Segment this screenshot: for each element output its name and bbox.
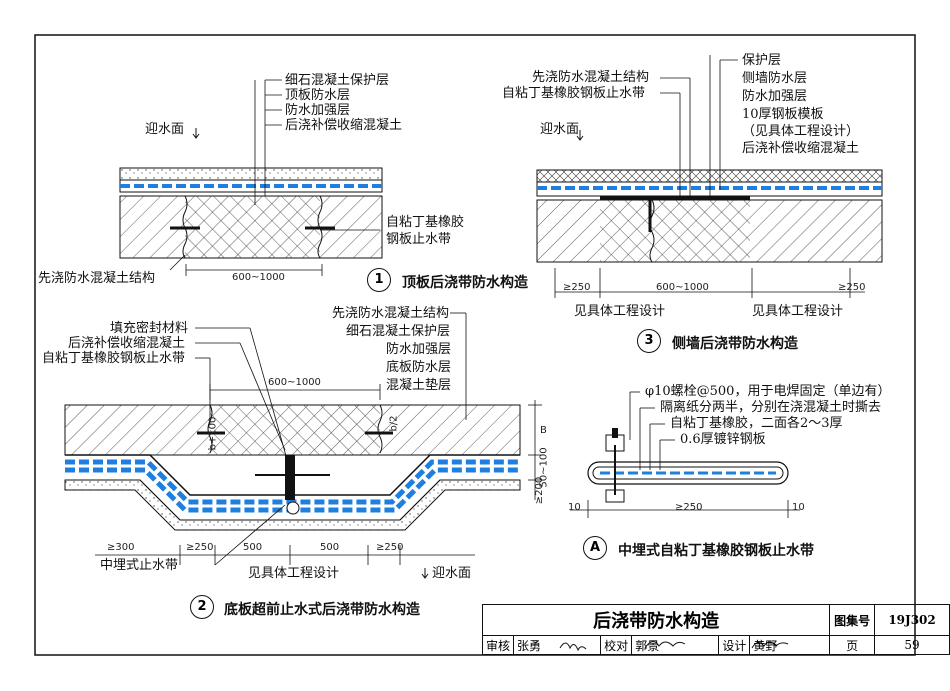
d3-note-2: 见具体工程设计 xyxy=(752,304,844,319)
da-dim-3: 10 xyxy=(792,502,805,513)
page-number: 59 xyxy=(874,635,950,655)
detail-a-waterstop xyxy=(570,391,800,518)
d2-left-label-2: 后浇补偿收缩混凝土 xyxy=(68,336,186,351)
d2-right-label-2: 细石混凝土保护层 xyxy=(346,324,451,339)
d1-right-label-1: 自粘丁基橡胶 xyxy=(386,215,465,230)
d2-caption: 底板超前止水式后浇带防水构造 xyxy=(224,602,420,618)
da-label-2: 隔离纸分两半，分别在浇混凝土时撕去 xyxy=(660,400,882,415)
d2-right-label-5: 混凝土垫层 xyxy=(386,378,452,393)
review-label: 审核 xyxy=(481,635,515,655)
d2-number: 2 xyxy=(190,595,214,619)
design-name: 黄野 xyxy=(749,635,831,655)
d2-right-label-3: 防水加强层 xyxy=(386,342,452,357)
d2-water-face: 迎水面 xyxy=(432,566,472,581)
da-number: A xyxy=(583,536,607,560)
d3-dim-1: ≥250 xyxy=(563,282,591,293)
d2-dim-b3: 500 xyxy=(243,542,263,553)
d2-left-label-1: 填充密封材料 xyxy=(110,321,189,336)
d3-right-label-5: （见具体工程设计） xyxy=(742,124,860,139)
check-label: 校对 xyxy=(600,635,633,655)
d2-dim-b2: ≥250 xyxy=(186,542,214,553)
d1-caption: 顶板后浇带防水构造 xyxy=(402,275,528,291)
d2-stop-label: 中埋式止水带 xyxy=(100,558,179,573)
d3-right-label-6: 后浇补偿收缩混凝土 xyxy=(742,141,860,156)
da-label-3: 自粘丁基橡胶，二面各2～3厚 xyxy=(670,416,843,431)
d2-dim-r2: ≥200 xyxy=(534,476,546,505)
d1-right-label-2: 钢板止水带 xyxy=(386,232,452,247)
d1-dim: 600~1000 xyxy=(232,272,285,283)
d3-right-label-2: 侧墙防水层 xyxy=(742,71,808,86)
review-name: 张勇 xyxy=(513,635,602,655)
d2-dim-b4: 500 xyxy=(320,542,340,553)
da-label-4: 0.6厚镀锌钢板 xyxy=(680,432,766,447)
d2-note: 见具体工程设计 xyxy=(248,566,340,581)
da-label-1: φ10螺栓@500，用于电焊固定（单边有） xyxy=(645,384,891,399)
detail-1-roof-slab xyxy=(119,79,383,276)
d3-right-label-3: 防水加强层 xyxy=(742,89,808,104)
da-dim-1: 10 xyxy=(568,502,581,513)
d1-label-roof-waterproof: 顶板防水层 xyxy=(285,88,351,103)
d3-left-label-1: 先浇防水混凝土结构 xyxy=(532,70,650,85)
d1-water-face: 迎水面 xyxy=(145,122,185,137)
d1-number: 1 xyxy=(367,268,391,292)
d1-label-reinforce: 防水加强层 xyxy=(285,103,351,118)
atlas-number: 19J302 xyxy=(874,604,950,636)
d3-dim-3: ≥250 xyxy=(838,282,866,293)
d1-label-concrete: 后浇补偿收缩混凝土 xyxy=(285,118,403,133)
check-name: 郭景 xyxy=(631,635,720,655)
d3-right-label-1: 保护层 xyxy=(742,53,782,68)
atlas-label: 图集号 xyxy=(829,604,876,636)
detail-2-floor-slab xyxy=(64,312,542,579)
d2-dim-mid: b/2 xyxy=(388,415,400,432)
page-label: 页 xyxy=(829,635,876,655)
d3-water-face: 迎水面 xyxy=(540,122,580,137)
d3-number: 3 xyxy=(637,329,661,353)
title-block: 后浇带防水构造 图集号 19J302 审核 张勇 校对 郭景 设计 黄野 页 5… xyxy=(481,604,950,655)
d3-dim-2: 600~1000 xyxy=(656,282,709,293)
da-caption: 中埋式自粘丁基橡胶钢板止水带 xyxy=(618,543,814,559)
d3-right-label-4: 10厚钢板模板 xyxy=(742,107,824,122)
detail-3-side-wall xyxy=(536,55,883,298)
title-block-title: 后浇带防水构造 xyxy=(481,604,831,636)
d2-dim-b: B xyxy=(540,425,547,436)
design-label: 设计 xyxy=(718,635,751,655)
d1-label-protect: 细石混凝土保护层 xyxy=(285,73,390,88)
da-dim-2: ≥250 xyxy=(675,502,703,513)
d3-caption: 侧墙后浇带防水构造 xyxy=(672,336,798,352)
d1-left-label: 先浇防水混凝土结构 xyxy=(38,271,156,286)
d2-dim-top: 600~1000 xyxy=(268,377,321,388)
d2-right-label-4: 底板防水层 xyxy=(386,360,452,375)
d2-right-label-1: 先浇防水混凝土结构 xyxy=(332,306,450,321)
d2-dim-b1: ≥300 xyxy=(107,542,135,553)
d3-left-label-2: 自粘丁基橡胶钢板止水带 xyxy=(502,86,646,101)
d2-dim-left: b+100 xyxy=(207,416,219,451)
d3-note-1: 见具体工程设计 xyxy=(574,304,666,319)
d2-dim-b5: ≥250 xyxy=(376,542,404,553)
d2-left-label-3: 自粘丁基橡胶钢板止水带 xyxy=(42,351,186,366)
